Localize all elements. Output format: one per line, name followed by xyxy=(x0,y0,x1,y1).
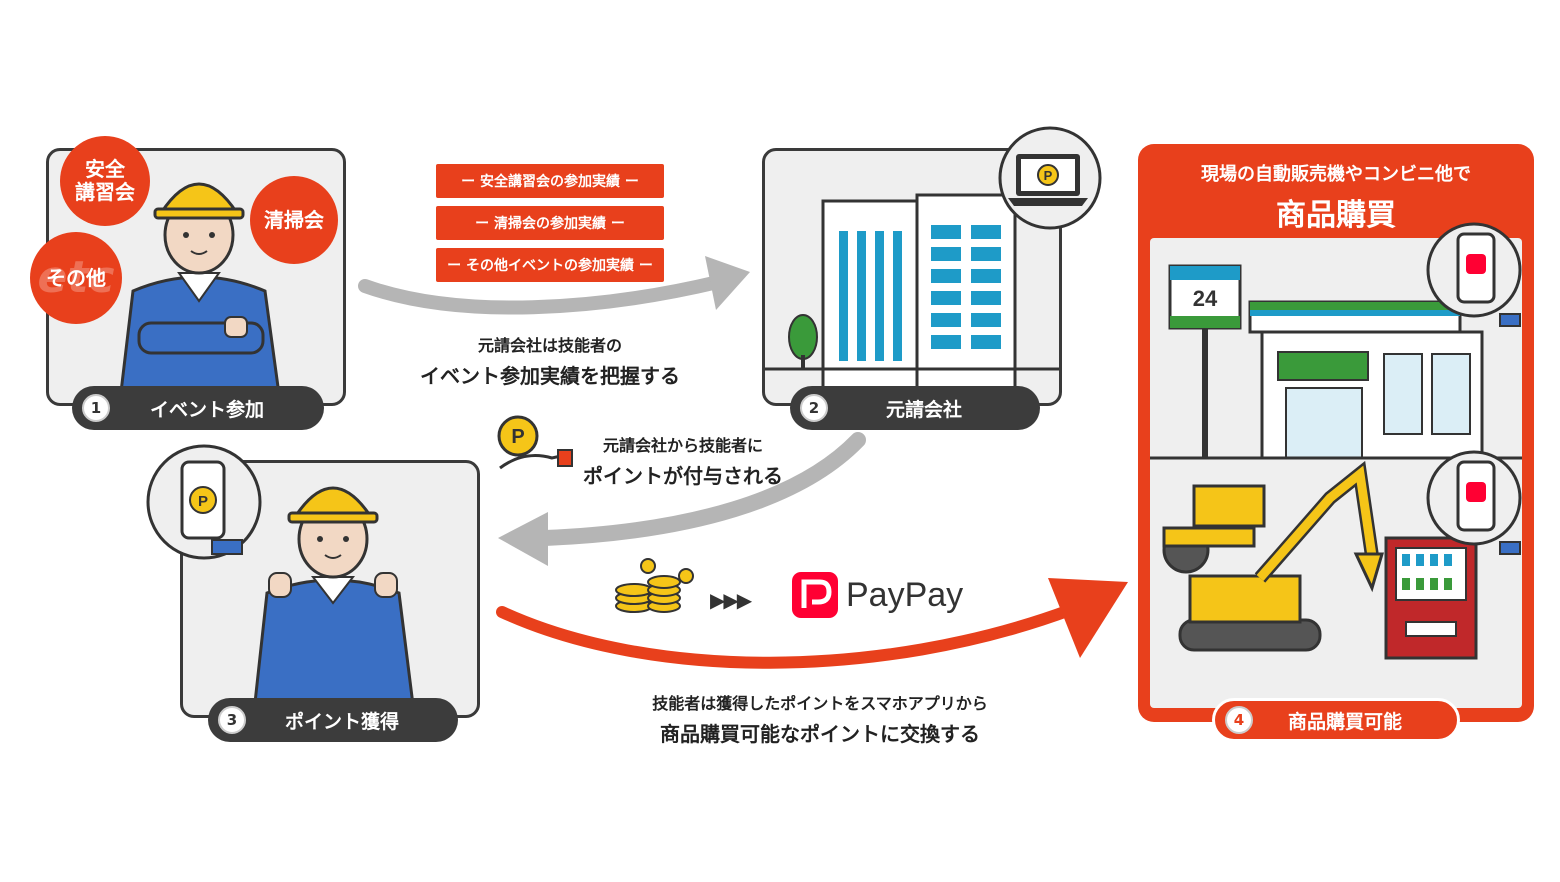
paypay-brand: PayPay xyxy=(846,575,964,614)
paypay-phone-bubble-top xyxy=(1426,222,1522,327)
step4-number: 4 xyxy=(1225,706,1253,734)
arrow-records-to-company xyxy=(358,275,725,315)
purchase-subtitle: 現場の自動販売機やコンビニ他で xyxy=(1201,164,1471,185)
store-sign-number: 24 xyxy=(1193,286,1218,311)
bubble-other-label: その他 xyxy=(46,265,106,290)
step3-text: ポイント獲得 xyxy=(284,710,399,733)
paypay-logo-icon xyxy=(792,572,838,618)
hand-coin-icon: P xyxy=(497,415,573,470)
record-cleaning: ー 清掃会の参加実績 ー xyxy=(436,206,664,240)
step2-label: 2 元請会社 xyxy=(790,386,1040,430)
step3-number: 3 xyxy=(218,706,246,734)
coin-mark: P xyxy=(1044,168,1053,183)
arrow-company-to-worker xyxy=(537,432,866,546)
caption-grasp: 元請会社は技能者の イベント参加実績を把握する xyxy=(400,332,700,389)
bubble-other: etc その他 xyxy=(30,232,122,324)
paypay-phone-bubble-bottom xyxy=(1426,450,1522,555)
caption-exchange-small: 技能者は獲得したポイントをスマホアプリから xyxy=(652,694,988,713)
arrow-records-head xyxy=(705,256,750,310)
coin-icon xyxy=(497,415,539,457)
coin-mark: P xyxy=(198,493,208,510)
paypay-logo: PayPay xyxy=(792,572,963,618)
paypay-logo-icon xyxy=(1466,482,1486,502)
purchase-title: 商品購買 xyxy=(1276,198,1396,233)
step2-text: 元請会社 xyxy=(885,398,962,421)
caption-grasp-small: 元請会社は技能者の xyxy=(477,336,622,355)
step3-label: 3 ポイント獲得 xyxy=(208,698,458,742)
arrow-grant-head xyxy=(498,512,548,566)
step1-number: 1 xyxy=(82,394,110,422)
convenience-store-icon: 24 xyxy=(1150,264,1522,660)
step1-label: 1 イベント参加 xyxy=(72,386,324,430)
hand-icon xyxy=(499,452,571,470)
step4-label: 4 商品購買可能 xyxy=(1212,698,1460,742)
building-icon xyxy=(765,193,1059,403)
vending-machine-icon xyxy=(1384,536,1478,660)
caption-grasp-large: イベント参加実績を把握する xyxy=(420,364,680,388)
bubble-safety-course: 安全 講習会 xyxy=(60,136,150,226)
record-safety: ー 安全講習会の参加実績 ー xyxy=(436,164,664,198)
excavator-icon xyxy=(1178,460,1385,652)
laptop-bubble: P xyxy=(998,126,1102,230)
road-roller-icon xyxy=(1162,484,1266,574)
bubble-cleaning: 清掃会 xyxy=(250,176,338,264)
caption-grant: 元請会社から技能者に ポイントが付与される xyxy=(568,432,798,489)
coin-icon xyxy=(1037,164,1059,186)
bubble-other-bg-text: etc xyxy=(37,251,115,303)
coin-icon xyxy=(189,486,217,514)
arrow-exchange-head xyxy=(1048,578,1128,658)
worker-icon xyxy=(118,182,282,403)
caption-exchange: 技能者は獲得したポイントをスマホアプリから 商品購買可能なポイントに交換する xyxy=(560,690,1080,747)
paypay-logo-icon xyxy=(1466,254,1486,274)
arrow-worker-to-purchase xyxy=(496,604,1076,669)
worker-icon xyxy=(252,486,416,715)
phone-bubble: P xyxy=(146,444,262,560)
step1-text: イベント参加 xyxy=(149,398,264,421)
coins-stack-icon xyxy=(615,558,694,613)
step4-text: 商品購買可能 xyxy=(1287,710,1402,733)
coin-mark: P xyxy=(511,426,524,448)
exchange-arrows: ▶▶▶ xyxy=(710,588,752,612)
caption-exchange-large: 商品購買可能なポイントに交換する xyxy=(660,722,980,746)
purchase-scene: 24 xyxy=(1150,238,1522,708)
record-other: ー その他イベントの参加実績 ー xyxy=(436,248,664,282)
caption-grant-large: ポイントが付与される xyxy=(583,464,783,488)
caption-grant-small: 元請会社から技能者に xyxy=(602,436,763,455)
step2-number: 2 xyxy=(800,394,828,422)
